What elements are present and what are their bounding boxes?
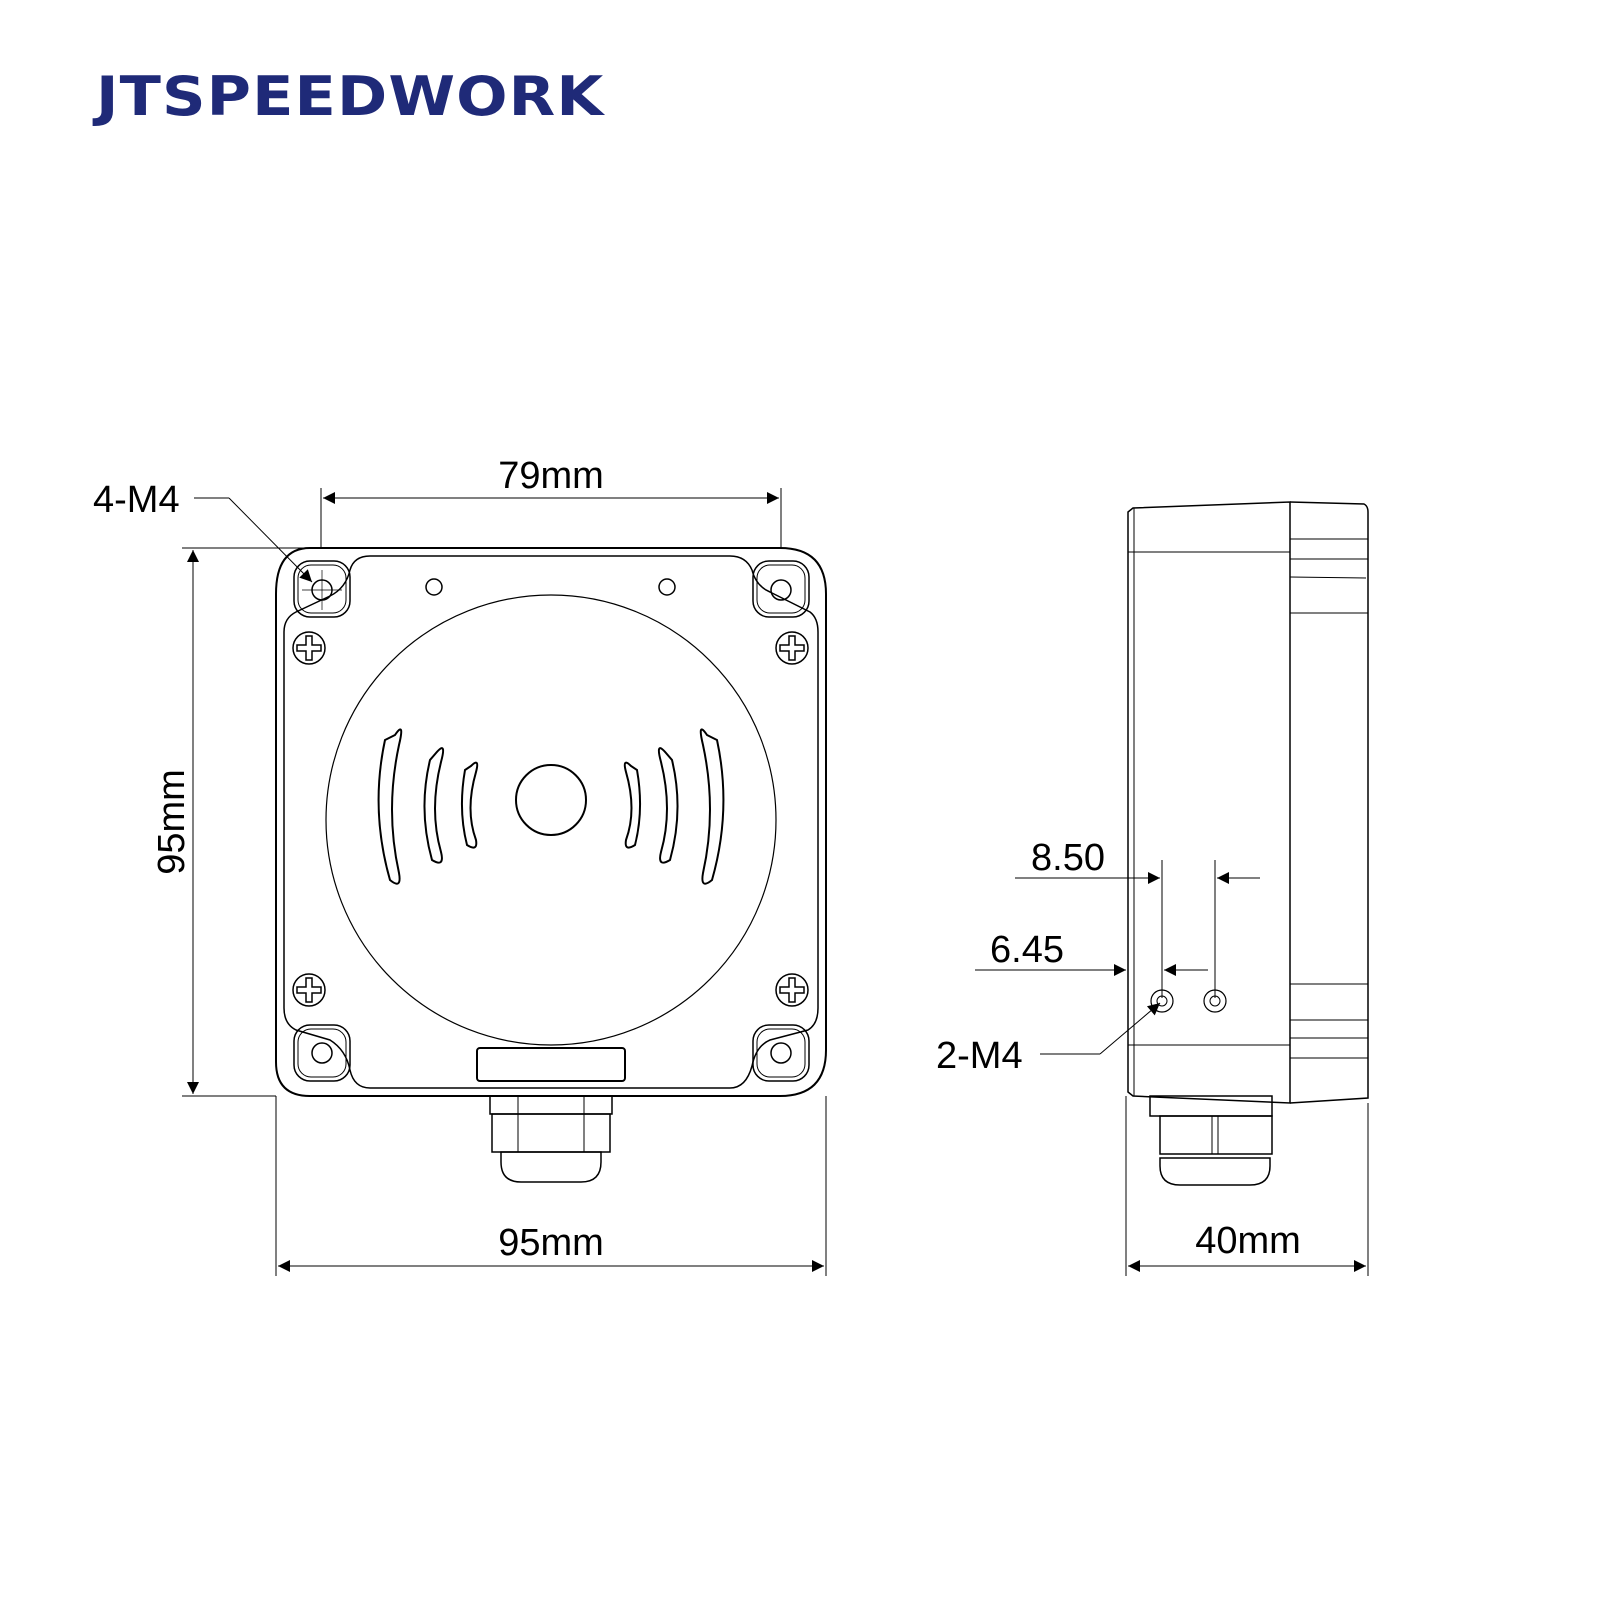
housing-outline [275,547,827,1097]
screw-icon [292,973,326,1007]
dim-overall-width: 95mm [498,1222,604,1264]
antenna-face [325,594,777,1046]
dim-overall-height: 95mm [151,769,193,875]
brand-logo: JTSPEEDWORK [96,65,605,128]
lid-outline [283,555,819,1089]
led-indicator [515,764,587,836]
dim-hole-offset-a: 8.50 [1031,837,1105,879]
cable-gland-side [1149,1095,1273,1186]
mount-hole-bottom-right [752,1024,810,1082]
dim-depth: 40mm [1195,1220,1301,1262]
screw-icon [775,631,809,665]
front-view [275,547,827,1183]
screw-icon [775,973,809,1007]
cable-gland [489,1095,613,1183]
vent-hole-left [425,578,443,596]
side-view [1127,501,1369,1186]
front-dimensions [182,488,827,1276]
mount-holes-callout: 4-M4 [93,479,180,521]
wireless-signal-icon [377,728,725,885]
label-slot [476,1047,626,1082]
side-body [1127,501,1291,1104]
dim-top-hole-spacing: 79mm [498,455,604,497]
mount-hole-bottom-left [293,1024,351,1082]
side-dimensions [975,860,1369,1276]
screw-icon [292,631,326,665]
vent-hole-right [658,578,676,596]
mount-hole-top-right [752,560,810,618]
side-holes-callout: 2-M4 [936,1035,1023,1077]
dim-hole-offset-b: 6.45 [990,929,1064,971]
